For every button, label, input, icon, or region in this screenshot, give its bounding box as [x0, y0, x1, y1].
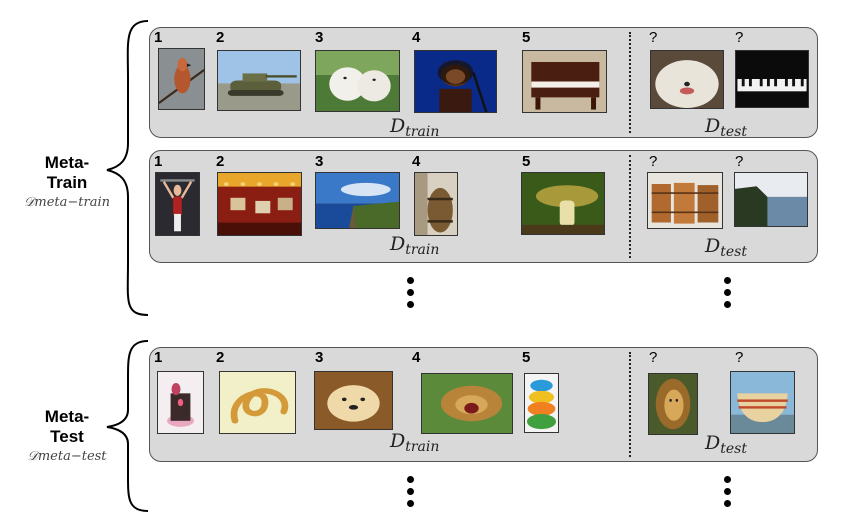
- piano-image: [522, 50, 607, 113]
- train-index-label: 2: [216, 349, 225, 366]
- carousel-image: [217, 172, 302, 236]
- keyboard-image: [735, 50, 809, 108]
- train-test-divider: [629, 352, 631, 457]
- d-train-label: Dtrain: [390, 430, 440, 455]
- train-index-label: 4: [412, 29, 421, 46]
- meta-train-title-line2: Train: [46, 173, 88, 192]
- test-ellipsis-dots: [723, 277, 733, 313]
- train-ellipsis-dots: [406, 277, 416, 313]
- meta-test-subtitle: 𝒟meta−test: [27, 449, 107, 464]
- tank-image: [217, 50, 301, 111]
- train-index-label: 3: [315, 29, 324, 46]
- golden-dog-image: [314, 371, 393, 430]
- bowls-image: [524, 373, 559, 433]
- meta-test-title-line1: Meta-: [44, 407, 90, 426]
- test-query-label: ?: [649, 153, 658, 170]
- bowl-image: [730, 371, 795, 434]
- test-query-label: ?: [649, 349, 658, 366]
- train-index-label: 1: [154, 153, 163, 170]
- gymnast-image: [155, 172, 200, 236]
- cliffs-image: [734, 172, 808, 227]
- d-test-label: Dtest: [705, 115, 747, 140]
- lion-image: [648, 373, 698, 435]
- train-index-label: 2: [216, 153, 225, 170]
- white-dog-image: [315, 50, 400, 112]
- meta-test-title-line2: Test: [50, 427, 84, 446]
- cake-image: [157, 371, 204, 434]
- singer-image: [414, 50, 497, 113]
- train-index-label: 4: [412, 153, 421, 170]
- d-test-label: Dtest: [705, 235, 747, 260]
- train-index-label: 3: [315, 349, 324, 366]
- meta-train-brace: [106, 20, 149, 316]
- test-query-label: ?: [735, 349, 744, 366]
- d-train-label: Dtrain: [390, 233, 440, 258]
- barrels-image: [647, 172, 723, 229]
- roaring-lion-image: [421, 373, 513, 434]
- meta-train-subtitle: 𝒟meta−train: [24, 195, 110, 210]
- test-query-label: ?: [735, 29, 744, 46]
- train-test-divider: [629, 155, 631, 258]
- bird-image: [158, 48, 205, 110]
- episode-1: 1 2 3 4 5?? Dtrain Dtest: [149, 27, 818, 140]
- mushroom-image: [521, 172, 605, 235]
- episode-3: 1 2 3 4 5?? Dtrain Dtest: [149, 347, 818, 462]
- test-query-label: ?: [735, 153, 744, 170]
- train-index-label: 3: [315, 153, 324, 170]
- train-index-label: 1: [154, 29, 163, 46]
- train-index-label: 5: [522, 153, 531, 170]
- meta-train-title-line1: Meta-: [44, 153, 90, 172]
- pretzel-image: [219, 371, 296, 434]
- train-index-label: 5: [522, 29, 531, 46]
- meta-test-brace: [106, 340, 149, 512]
- episode-2: 1 2 3 4 5?? Dtrain Dtest: [149, 150, 818, 263]
- barrel-image: [414, 172, 458, 236]
- train-index-label: 4: [412, 349, 421, 366]
- test-ellipsis-dots: [723, 476, 733, 512]
- train-index-label: 1: [154, 349, 163, 366]
- d-test-label: Dtest: [705, 432, 747, 457]
- cliff-image: [315, 172, 400, 229]
- train-test-divider: [629, 32, 631, 133]
- train-ellipsis-dots: [406, 476, 416, 512]
- test-query-label: ?: [649, 29, 658, 46]
- train-index-label: 5: [522, 349, 531, 366]
- meta-train-label: Meta- Train 𝒟meta−train: [12, 153, 122, 210]
- train-index-label: 2: [216, 29, 225, 46]
- meta-test-label: Meta- Test 𝒟meta−test: [12, 407, 122, 464]
- d-train-label: Dtrain: [390, 115, 440, 140]
- shaggy-dog-image: [650, 50, 724, 109]
